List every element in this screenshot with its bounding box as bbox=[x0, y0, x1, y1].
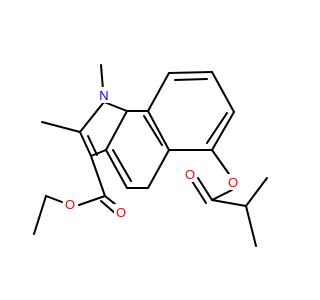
label-background bbox=[63, 196, 77, 212]
bond bbox=[33, 195, 47, 235]
atom-label-group: N O O O O bbox=[63, 87, 240, 220]
bond bbox=[103, 101, 128, 112]
bond bbox=[211, 111, 235, 151]
bond bbox=[147, 149, 170, 189]
bond bbox=[79, 101, 105, 133]
oxygen-label: O bbox=[185, 167, 195, 182]
bond bbox=[245, 177, 268, 207]
bond bbox=[197, 177, 213, 201]
atom-n1: N bbox=[97, 87, 111, 103]
oxygen-label: O bbox=[228, 175, 238, 190]
bond bbox=[211, 149, 230, 175]
bond bbox=[79, 131, 92, 157]
bond bbox=[87, 135, 98, 156]
bond bbox=[90, 149, 107, 157]
bond bbox=[45, 195, 63, 203]
label-background bbox=[183, 166, 197, 182]
atom-o-acyl-carbonyl: O bbox=[183, 166, 197, 182]
bond bbox=[147, 72, 170, 112]
bond bbox=[174, 78, 208, 81]
bond-group bbox=[33, 64, 268, 247]
bond bbox=[100, 200, 117, 215]
oxygen-label: O bbox=[65, 197, 75, 212]
molecule-diagram: N O O O O bbox=[33, 64, 268, 247]
bond bbox=[143, 115, 163, 146]
bond bbox=[147, 110, 170, 151]
bond bbox=[211, 189, 233, 201]
label-background bbox=[114, 204, 128, 220]
label-background bbox=[97, 87, 111, 103]
bond bbox=[112, 149, 132, 182]
bond bbox=[206, 112, 228, 144]
atom-o-ester-ether: O bbox=[63, 196, 77, 212]
bond bbox=[41, 121, 81, 133]
oxygen-label: O bbox=[116, 205, 126, 220]
bond bbox=[78, 195, 106, 206]
bond bbox=[211, 199, 247, 207]
structure-canvas: N O O O O bbox=[33, 64, 268, 247]
bond bbox=[245, 205, 257, 247]
bond bbox=[105, 110, 128, 151]
label-background bbox=[226, 174, 240, 190]
bond bbox=[90, 155, 106, 197]
atom-o-ester-carbonyl: O bbox=[114, 204, 128, 220]
bond bbox=[105, 149, 128, 189]
bond bbox=[168, 71, 213, 74]
bond bbox=[191, 180, 207, 204]
nitrogen-label: N bbox=[99, 88, 108, 103]
bond bbox=[211, 71, 235, 113]
atom-o-aryl-ether: O bbox=[226, 174, 240, 190]
